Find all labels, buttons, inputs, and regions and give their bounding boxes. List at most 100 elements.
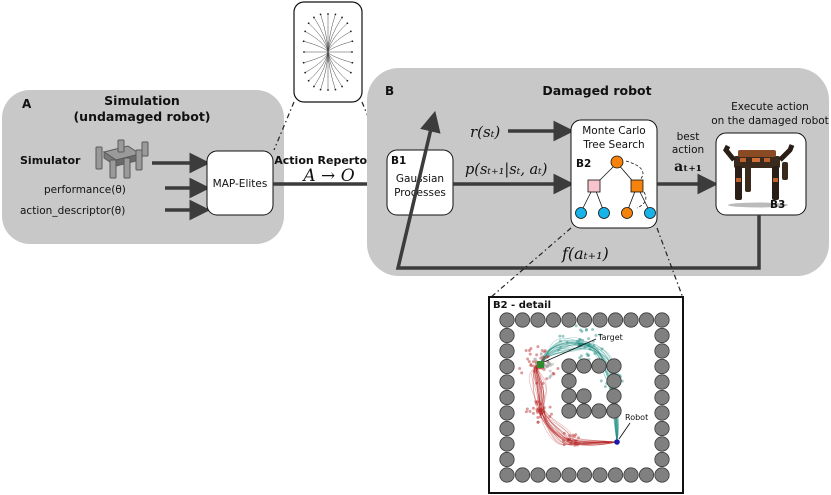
trajectory-sample-point xyxy=(556,366,560,370)
repertoire-trajectory-fan xyxy=(302,13,354,91)
panel-a-title-line1: Simulation xyxy=(104,93,180,108)
trajectory-sample-point xyxy=(583,345,587,349)
trajectory-sample-point xyxy=(591,327,595,331)
panel-b-letter: B xyxy=(385,84,394,98)
red-trajectory xyxy=(536,363,618,443)
trajectory-sample-point xyxy=(573,443,577,447)
trajectory-sample-point xyxy=(535,408,539,412)
repertoire-trajectory xyxy=(303,40,329,53)
trajectory-sample-point xyxy=(566,439,570,443)
obstacle-circle xyxy=(592,312,608,328)
red-trajectory xyxy=(537,363,618,446)
obstacle-circle xyxy=(654,327,670,344)
trajectory-sample-point xyxy=(592,343,596,347)
trajectory-sample-point xyxy=(551,371,555,375)
damaged-robot-photo xyxy=(723,144,795,208)
obstacle-circle xyxy=(654,358,670,375)
trajectory-sample-point xyxy=(527,360,531,364)
best-action-math: aₜ₊₁ xyxy=(674,159,702,175)
trajectory-sample-point xyxy=(565,340,569,344)
red-trajectory xyxy=(531,363,618,446)
obstacle-circle xyxy=(576,403,592,419)
trajectory-sample-point xyxy=(578,343,582,347)
trajectory-sample-point xyxy=(534,400,538,404)
trajectory-sample-point xyxy=(537,407,541,411)
repertoire-endpoint xyxy=(341,16,343,19)
panel-b-title: Damaged robot xyxy=(542,83,651,98)
repertoire-label: Action Repertoire xyxy=(274,154,383,167)
trajectory-sample-point xyxy=(586,344,590,348)
connector-detail-left xyxy=(489,227,572,299)
detail-robot-marker xyxy=(614,422,631,445)
transition-formula: p(sₜ₊₁|sₜ, aₜ) xyxy=(465,162,547,178)
trajectory-sample-point xyxy=(541,382,545,386)
trajectory-sample-point xyxy=(538,408,542,412)
trajectory-sample-point xyxy=(546,361,550,365)
input-performance: performance(θ) xyxy=(44,184,126,196)
obstacle-circle xyxy=(576,358,592,374)
feedback-formula: f(aₜ₊₁) xyxy=(561,244,609,263)
red-trajectory xyxy=(536,363,618,443)
obstacle-circle xyxy=(499,358,515,375)
trajectory-sample-point xyxy=(531,360,535,364)
trajectory-sample-point xyxy=(603,385,607,389)
trajectory-sample-point xyxy=(594,333,598,337)
obstacle-circle xyxy=(591,403,607,419)
repertoire-trajectory xyxy=(305,31,329,53)
trajectory-sample-point xyxy=(598,333,602,337)
mcts-label-line1: Monte Carlo xyxy=(582,125,645,137)
obstacle-circle xyxy=(530,312,546,328)
obstacle-circle xyxy=(499,405,515,421)
trajectory-sample-point xyxy=(552,372,556,376)
detail-target-marker xyxy=(537,338,597,368)
red-trajectory xyxy=(535,363,618,445)
obstacle-circle xyxy=(530,467,546,483)
repertoire-endpoint xyxy=(351,51,353,53)
trajectory-sample-point xyxy=(536,400,540,404)
trajectory-sample-point xyxy=(539,402,543,406)
repertoire-trajectory xyxy=(303,51,329,64)
trajectory-sample-point xyxy=(533,357,537,361)
execute-label-line2: on the damaged robot xyxy=(711,115,829,127)
trajectory-sample-point xyxy=(541,408,545,412)
trajectory-sample-point xyxy=(585,352,589,356)
trajectory-sample-point xyxy=(542,368,546,372)
trajectory-sample-point xyxy=(536,345,540,349)
obstacle-circle xyxy=(606,358,622,374)
trajectory-sample-point xyxy=(556,348,560,352)
trajectory-sample-point xyxy=(549,373,553,377)
simulator-label: Simulator xyxy=(20,154,81,167)
obstacle-circle xyxy=(654,374,670,390)
trajectory-sample-point xyxy=(587,337,591,341)
mcts-label-line2: Tree Search xyxy=(582,139,644,151)
repertoire-endpoint xyxy=(319,88,322,91)
repertoire-endpoint xyxy=(313,85,315,88)
trajectory-sample-point xyxy=(577,342,581,346)
trajectory-sample-point xyxy=(547,362,551,366)
repertoire-endpoint xyxy=(313,16,315,19)
obstacle-circle xyxy=(654,467,670,483)
trajectory-sample-point xyxy=(538,410,542,414)
red-trajectory xyxy=(537,363,618,444)
trajectory-sample-point xyxy=(535,381,539,385)
trajectory-sample-point xyxy=(586,354,590,358)
trajectory-sample-point xyxy=(533,366,537,370)
trajectory-sample-point xyxy=(540,355,544,359)
repertoire-trajectory xyxy=(327,51,348,81)
repertoire-endpoint xyxy=(302,40,305,43)
obstacle-circle xyxy=(499,312,515,328)
trajectory-sample-point xyxy=(580,329,584,333)
obstacle-circle xyxy=(638,312,655,328)
trajectory-sample-point xyxy=(545,377,549,381)
red-trajectory xyxy=(536,363,618,444)
obstacle-circle xyxy=(654,343,670,359)
trajectory-sample-point xyxy=(548,415,552,419)
trajectory-sample-point xyxy=(568,437,572,441)
red-trajectory xyxy=(537,363,618,443)
connector-rep-left xyxy=(273,101,295,151)
trajectory-sample-point xyxy=(529,347,533,351)
trajectory-sample-point xyxy=(576,436,580,440)
repertoire-endpoint xyxy=(349,71,352,74)
trajectory-sample-point xyxy=(532,369,536,373)
trajectory-sample-point xyxy=(542,406,546,410)
